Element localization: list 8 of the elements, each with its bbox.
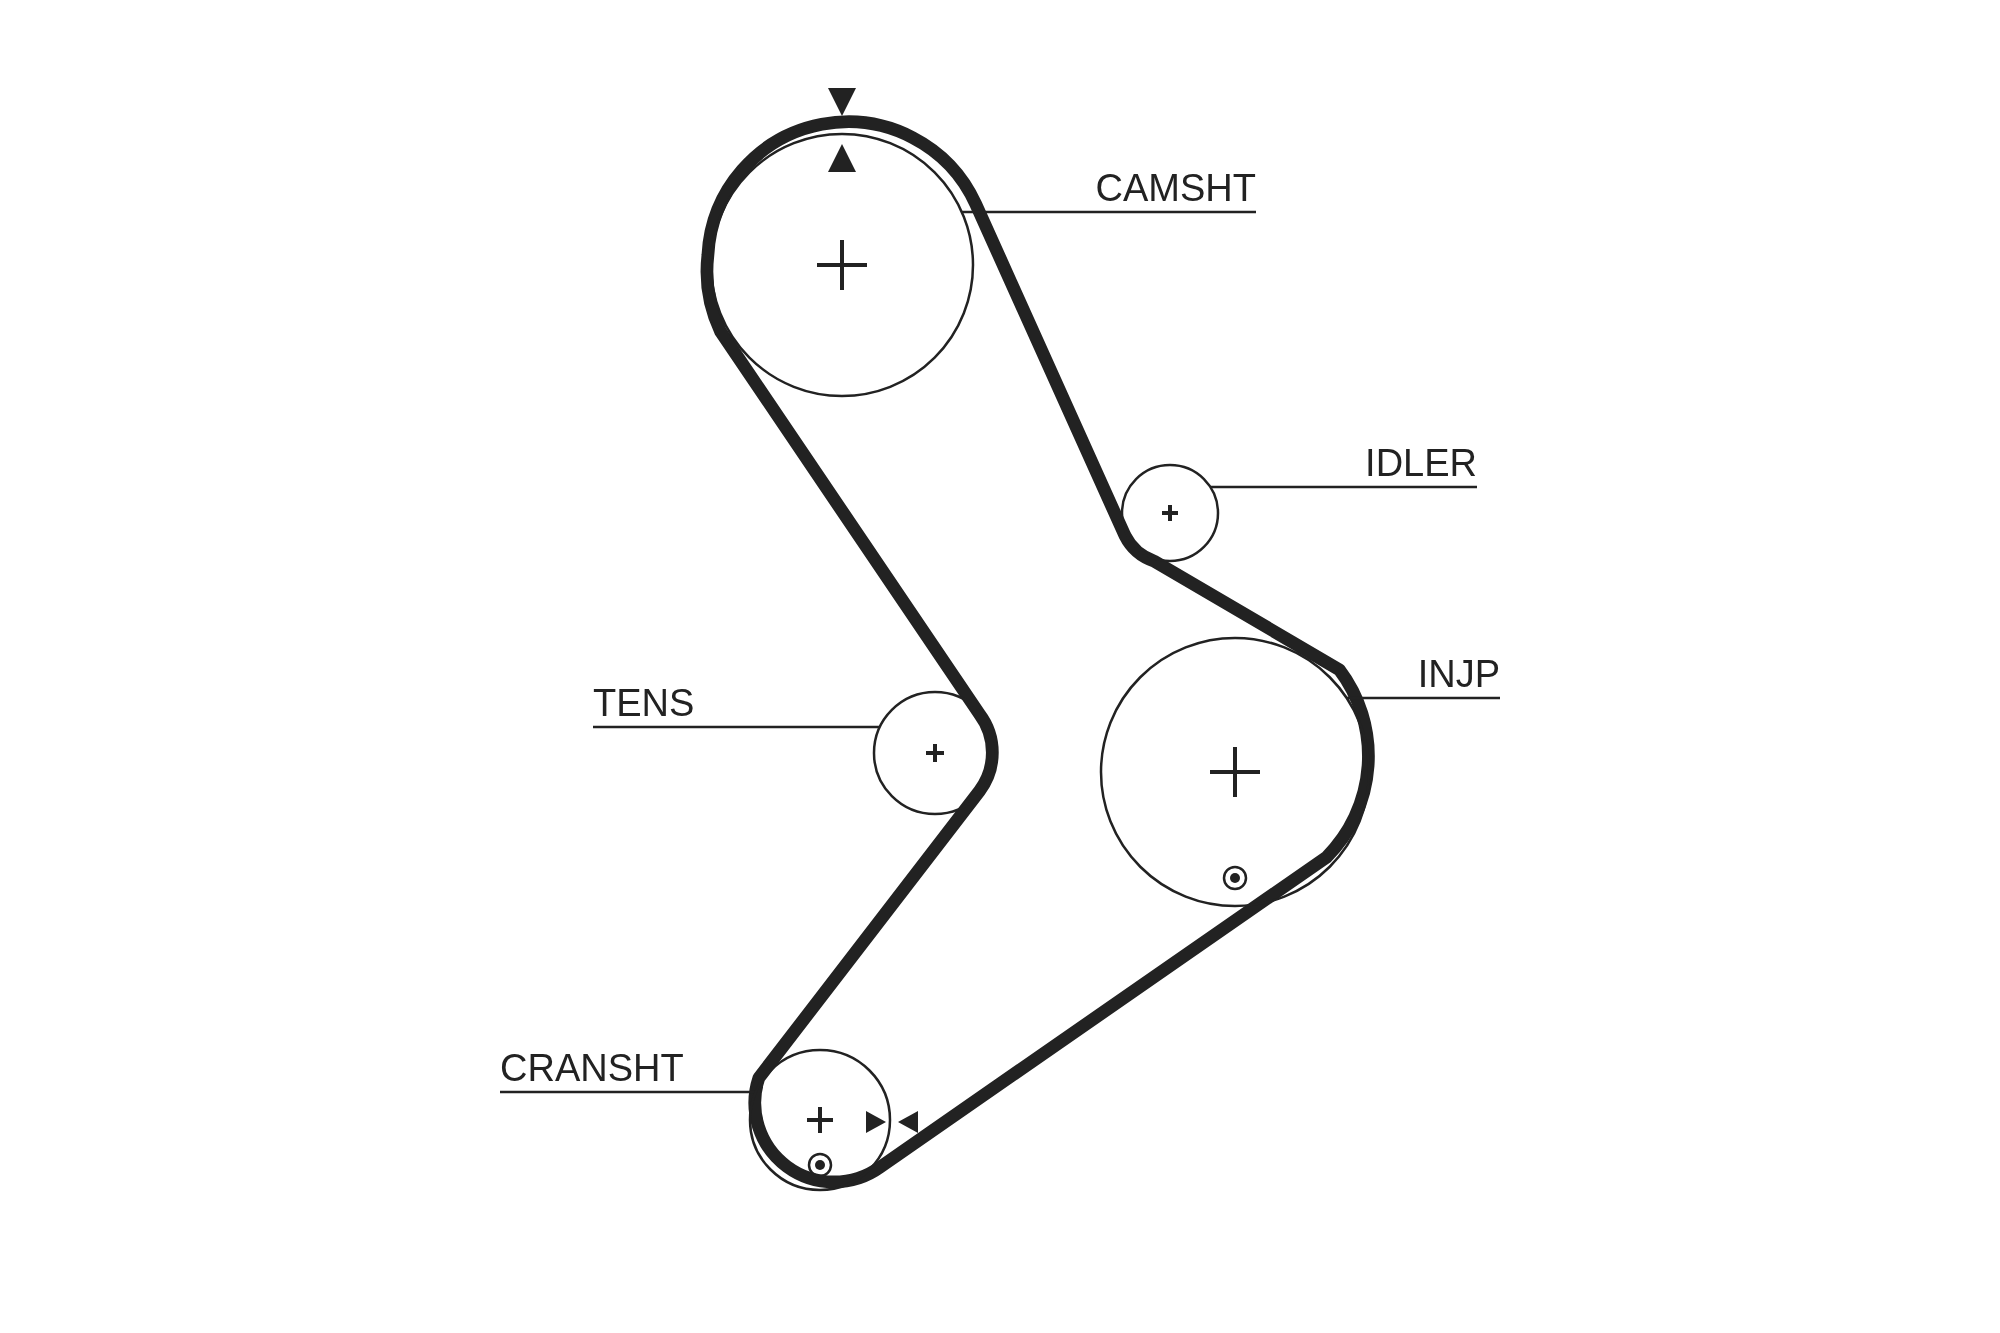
leader-line <box>1210 485 1477 489</box>
part-label: INJP <box>1417 654 1500 694</box>
part-label: IDLER <box>1365 443 1477 483</box>
part-label: CAMSHT <box>1095 168 1256 208</box>
leader-line <box>1346 696 1500 700</box>
part-label: TENS <box>593 683 695 723</box>
part-label: CRANSHT <box>500 1048 684 1088</box>
leader-line <box>593 725 880 729</box>
